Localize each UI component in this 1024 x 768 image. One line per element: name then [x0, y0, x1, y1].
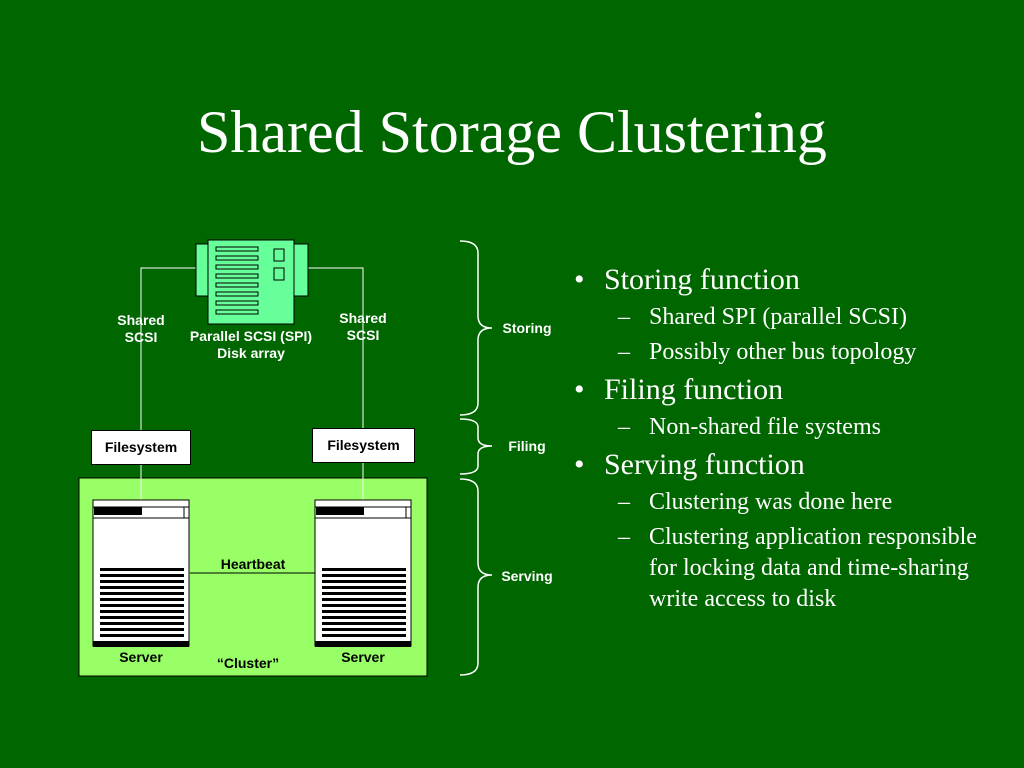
bullet-text: Serving function: [604, 448, 805, 481]
disk-array-icon: [195, 239, 309, 325]
bullet-text: Filing function: [604, 373, 784, 406]
bullet-storing: •Storing function: [574, 263, 800, 296]
scsi-cables: [140, 267, 364, 500]
slide-title: Shared Storage Clustering: [197, 99, 827, 165]
cluster-label: “Cluster”: [216, 655, 280, 671]
left-scsi-cable: [140, 267, 208, 430]
right-scsi-cable: [294, 267, 364, 430]
serving-brace: [459, 478, 493, 676]
bullet-serving: •Serving function: [574, 448, 805, 481]
subbullet-text: Clustering application responsible for l…: [649, 524, 977, 612]
shared-scsi-left-label: Shared SCSI: [117, 312, 165, 345]
storing-brace: [459, 240, 493, 416]
left-server-icon: [92, 499, 190, 647]
disk-array-label: Parallel SCSI (SPI) Disk array: [189, 328, 313, 361]
subbullet: –Clustering application responsible for …: [618, 524, 977, 612]
subbullet-text: Non-shared file systems: [649, 414, 881, 440]
filing-brace: [459, 418, 493, 475]
bullet-text: Storing function: [604, 263, 800, 296]
subbullet: –Clustering was done here: [618, 489, 893, 515]
right-server-icon: [314, 499, 412, 647]
server-left-label: Server: [119, 649, 163, 665]
storing-label: Storing: [502, 320, 552, 336]
heartbeat-label: Heartbeat: [220, 556, 286, 572]
bullet-filing: •Filing function: [574, 373, 784, 406]
subbullet-text: Possibly other bus topology: [649, 339, 917, 365]
server-right-label: Server: [341, 649, 385, 665]
shared-scsi-right-label: Shared SCSI: [339, 310, 387, 343]
subbullet-text: Clustering was done here: [649, 489, 893, 515]
subbullet-text: Shared SPI (parallel SCSI): [649, 304, 907, 330]
bullet-list: •Storing function –Shared SPI (parallel …: [570, 258, 1010, 615]
subbullet: –Non-shared file systems: [618, 414, 881, 440]
filesystem-right-box: Filesystem: [312, 428, 415, 463]
filesystem-left-box: Filesystem: [91, 430, 191, 465]
subbullet: –Possibly other bus topology: [618, 339, 917, 365]
subbullet: –Shared SPI (parallel SCSI): [618, 304, 907, 330]
filing-label: Filing: [508, 438, 546, 454]
serving-label: Serving: [501, 568, 553, 584]
